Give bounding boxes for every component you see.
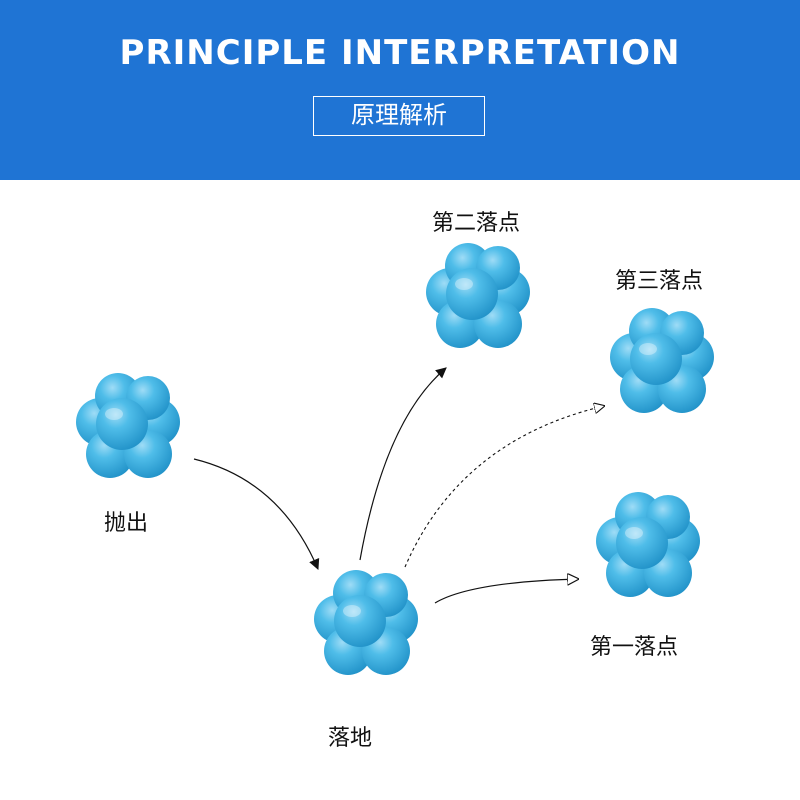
header-title: PRINCIPLE INTERPRETATION bbox=[119, 33, 681, 73]
header-subtitle: 原理解析 bbox=[313, 96, 485, 136]
land-label: 落地 bbox=[328, 726, 373, 751]
first-bounce-arrow bbox=[434, 579, 578, 604]
first-landing-ball-image bbox=[596, 492, 700, 597]
third-bounce-arrow bbox=[404, 406, 604, 568]
landing-ball-image bbox=[314, 570, 418, 675]
third-landing-ball-image bbox=[610, 308, 714, 413]
thrown-ball-image bbox=[76, 373, 180, 478]
third-landing-label: 第三落点 bbox=[615, 269, 704, 294]
header-banner: PRINCIPLE INTERPRETATION 原理解析 bbox=[0, 0, 800, 180]
throw-arrow bbox=[193, 458, 320, 570]
first-landing-label: 第一落点 bbox=[590, 635, 679, 660]
second-landing-label: 第二落点 bbox=[432, 211, 521, 236]
throw-label: 抛出 bbox=[104, 511, 149, 536]
second-landing-ball-image bbox=[426, 243, 530, 348]
second-bounce-arrow bbox=[359, 367, 447, 561]
